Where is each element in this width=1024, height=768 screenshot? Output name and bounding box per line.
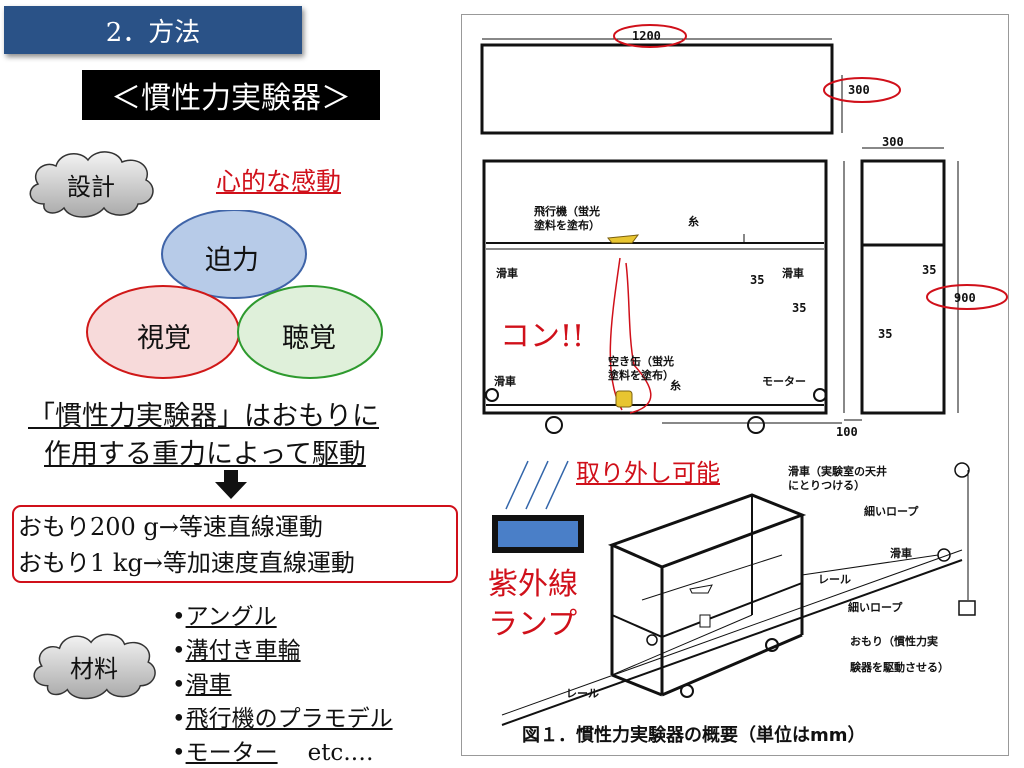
circle-auditory: [237, 285, 383, 379]
dim-1200: 1200: [632, 29, 661, 43]
string-label: 糸: [688, 215, 699, 228]
highlight-900: [926, 284, 1008, 310]
dim-300-side: 300: [882, 135, 904, 149]
result-line-2: おもり1 kg→等加速度直線運動: [18, 549, 355, 577]
dim-35: 35: [922, 263, 937, 277]
materials-etc: etc.…: [307, 740, 374, 766]
pulley-label: 滑車: [494, 375, 516, 388]
material-item: •飛行機のプラモデル: [172, 706, 393, 732]
down-arrow-icon: [215, 470, 247, 499]
statement-line-1: 「慣性力実験器」はおもりに: [28, 401, 379, 432]
dim-100: 100: [836, 425, 858, 439]
uv-lamp-icon: [498, 521, 578, 547]
materials-cloud: 材料: [26, 628, 162, 704]
statement-line-2: 作用する重力によって駆動: [44, 439, 366, 470]
figure-caption: 図１．慣性力実験器の概要（単位はmm）: [522, 725, 866, 746]
thin-rope-label: 細いロープ: [864, 505, 919, 518]
subtitle: ＜慣性力実験器＞: [82, 70, 380, 120]
can-icon: [615, 390, 633, 408]
design-cloud: 設計: [22, 146, 160, 222]
highlight-300: [823, 77, 901, 103]
weight-label-2: 験器を駆動させる）: [850, 661, 949, 674]
dim-35: 35: [792, 301, 807, 315]
removable-annotation: 取り外し可能: [576, 459, 720, 487]
motor-label: モーター: [762, 375, 806, 388]
uv-lamp-label-2: ランプ: [488, 607, 578, 642]
can-label-2: 塗料を塗布）: [608, 369, 674, 382]
can-label: 空き缶（蛍光: [608, 355, 674, 368]
rail-label: レール: [818, 573, 851, 586]
weight-label: おもり（慣性力実: [850, 635, 938, 648]
cloud-icon: [33, 633, 156, 700]
dim-900: 900: [954, 291, 976, 305]
circle-impact: [161, 210, 307, 299]
airplane-icon: [607, 234, 640, 244]
cloud-icon: [29, 151, 154, 218]
dim-35: 35: [750, 273, 765, 287]
pulley-label: 滑車: [890, 547, 912, 560]
pulley-label: 滑車: [496, 267, 518, 280]
airplane-sketch-icon: [689, 584, 713, 594]
uv-lamp-label-1: 紫外線: [488, 567, 578, 602]
result-line-1: おもり200 g→等速直線運動: [18, 513, 323, 541]
highlight-1200: [613, 24, 687, 48]
rail-label: レール: [566, 687, 599, 700]
material-item: •滑車: [172, 672, 232, 698]
airplane-label: 飛行機（蛍光: [534, 205, 600, 218]
dim-35: 35: [878, 327, 893, 341]
circle-visual-label: 視覚: [137, 323, 191, 354]
pulley-ceiling-label: 滑車（実験室の天井: [788, 465, 887, 478]
emotion-label: 心的な感動: [216, 167, 342, 196]
pulley-ceiling-label-2: にとりつける）: [788, 479, 866, 492]
materials-label: 材料: [70, 654, 118, 683]
apparatus-diagram: [480, 24, 1008, 726]
results-box: おもり200 g→等速直線運動 おもり1 kg→等加速度直線運動: [12, 505, 458, 583]
circle-auditory-label: 聴覚: [282, 323, 336, 354]
can-sketch-icon: [699, 614, 711, 628]
airplane-label-2: 塗料を塗布）: [534, 219, 600, 232]
circle-impact-label: 迫力: [205, 245, 259, 276]
section-title: 2．方法: [4, 6, 302, 54]
material-item: •アングル: [172, 604, 277, 630]
venn-circles: [86, 210, 383, 379]
kon-annotation: コン!!: [500, 319, 585, 354]
pulley-label: 滑車: [782, 267, 804, 280]
design-label: 設計: [67, 172, 115, 201]
dim-300-height: 300: [848, 83, 870, 97]
thin-rope-label: 細いロープ: [848, 601, 903, 614]
string-label: 糸: [670, 379, 681, 392]
material-item: •溝付き車輪: [172, 638, 301, 664]
figure-frame: 1200 300 300 900 35 35 35 35 100 飛行機（蛍光 …: [461, 14, 1009, 756]
